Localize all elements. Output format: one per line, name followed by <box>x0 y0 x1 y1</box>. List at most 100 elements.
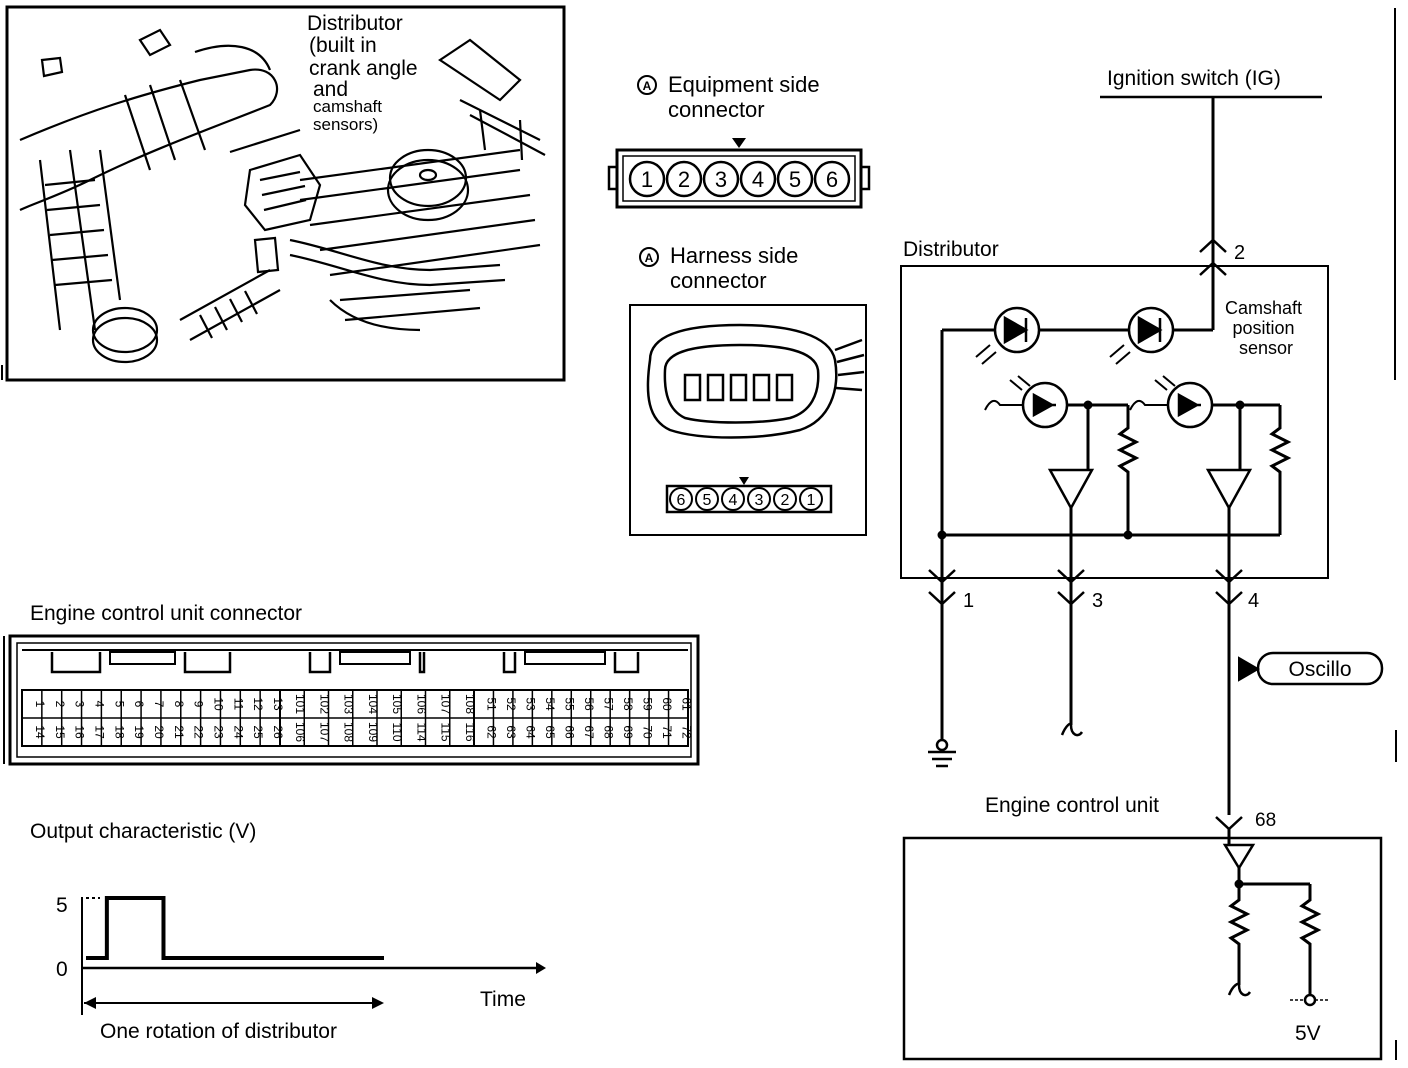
equipment-pin-label-2: 2 <box>678 167 690 192</box>
ecu-pin-13: 13 <box>271 697 285 711</box>
ecu-pin-23: 23 <box>212 725 226 739</box>
equipment-pin-5 <box>776 160 814 198</box>
ecu-pin-60: 60 <box>660 697 674 711</box>
equipment-pin-1 <box>628 160 666 198</box>
ecu-pin-68: 68 <box>601 725 615 739</box>
ecu-pin-70: 70 <box>640 725 654 739</box>
harness-pin-3 <box>747 487 771 511</box>
ecu-pin-58: 58 <box>621 697 635 711</box>
ecu-pin-18: 18 <box>112 725 126 739</box>
ecu-pin-14: 14 <box>33 725 47 739</box>
photo-label-line3: crank angle <box>309 57 418 80</box>
ecu-pin-19: 19 <box>132 725 146 739</box>
ecu-pin-67: 67 <box>582 725 596 739</box>
ecu-pin-105: 105 <box>390 694 404 714</box>
ecu-pin-102: 102 <box>317 694 331 714</box>
ecu-connector: Engine control unit connector 1142153164… <box>3 602 700 766</box>
rotation-span-label: One rotation of distributor <box>100 1020 337 1043</box>
ecu-pin-69: 69 <box>621 725 635 739</box>
ecu-pin-25: 25 <box>251 725 265 739</box>
ecu-pin-1: 1 <box>33 701 47 708</box>
pin-4-label: 4 <box>1248 590 1259 612</box>
harness-pin-label-2: 2 <box>781 492 790 509</box>
ecu-pin-56: 56 <box>582 697 596 711</box>
ecu-block-2: 1011061021071031081041091051101061141071… <box>279 649 477 747</box>
ecu-pin-71: 71 <box>660 725 674 739</box>
pin-1-label: 1 <box>963 590 974 612</box>
equipment-pin-4 <box>739 160 777 198</box>
photo-label-line6: sensors) <box>313 115 378 134</box>
ecu-buffer <box>1222 843 1256 871</box>
x-axis-label: Time <box>480 988 526 1011</box>
ecu-pin-4: 4 <box>92 701 106 708</box>
ecu-box <box>902 836 1383 1061</box>
ecu-pin-21: 21 <box>172 725 186 739</box>
ecu-pin-blocks: 1142153164175186197208219221023112412251… <box>21 649 693 747</box>
distributor-photo-panel: Distributor (built in crank angle and ca… <box>5 5 566 382</box>
harness-title-line1: Harness side <box>670 243 798 268</box>
ecu-pin-108: 108 <box>342 722 356 742</box>
engine-bay-illustration <box>19 28 546 364</box>
photo-label-line4: and <box>313 78 348 101</box>
harness-pin-label-1: 1 <box>807 492 816 509</box>
oscillo-probe <box>1256 651 1384 686</box>
sensor-label-line3: sensor <box>1239 338 1293 358</box>
ecu-pin-107: 107 <box>317 722 331 742</box>
ignition-switch-label: Ignition switch (IG) <box>1107 67 1281 90</box>
harness-pin-4 <box>721 487 745 511</box>
equipment-pin-3 <box>702 160 740 198</box>
photo-label-line2: (built in <box>309 34 377 57</box>
distributor-label: Distributor <box>903 238 999 261</box>
ecu-pin-110: 110 <box>390 722 404 741</box>
ecu-pin-20: 20 <box>152 725 166 739</box>
equipment-pin-label-5: 5 <box>789 167 801 192</box>
ecu-pin-11: 11 <box>231 698 245 711</box>
output-pulse-waveform <box>86 896 384 960</box>
ecu-pin-55: 55 <box>563 697 577 711</box>
ecu-pin-106: 106 <box>293 722 307 742</box>
distributor-box <box>900 265 1329 579</box>
ecu-pin-63: 63 <box>504 725 518 739</box>
equipment-pin-label-1: 1 <box>641 167 653 192</box>
ecu-pin-115: 115 <box>439 722 453 741</box>
ecu-pin-104: 104 <box>366 694 380 714</box>
sensor-label-line1: Camshaft <box>1225 298 1302 318</box>
ecu-pin-106: 106 <box>414 694 428 714</box>
ecu-pin-6: 6 <box>132 701 146 708</box>
equipment-pin-6 <box>813 160 851 198</box>
svg-text:camshaft sensors): camshaft sensors) <box>313 97 387 134</box>
harness-plug-illustration <box>646 323 865 439</box>
ecu-pin-54: 54 <box>543 697 557 711</box>
ecu-connector-title: Engine control unit connector <box>30 602 302 625</box>
ecu-pin-24: 24 <box>231 725 245 739</box>
harness-pin-label-4: 4 <box>729 492 738 509</box>
ecu-pin-8: 8 <box>172 701 186 708</box>
harness-pin-label-5: 5 <box>703 492 712 509</box>
ecu-pin-103: 103 <box>342 694 356 714</box>
oscillo-label: Oscillo <box>1288 658 1351 681</box>
photo-label-line1: Distributor <box>307 12 403 35</box>
photo-label-line5: camshaft <box>313 97 382 116</box>
ecu-pin-107: 107 <box>439 694 453 714</box>
ecu-pin-101: 101 <box>293 694 307 714</box>
svg-text:Camshaft position: Camshaft position sensor <box>1225 298 1307 358</box>
ecu-block-1: 1142153164175186197208219221023112412251… <box>21 649 285 747</box>
equipment-pin-2 <box>665 160 703 198</box>
ecu-pin-61: 61 <box>679 697 693 711</box>
harness-pin-label-6: 6 <box>677 492 686 509</box>
ecu-pin-52: 52 <box>504 697 518 711</box>
ecu-pin-22: 22 <box>192 725 206 739</box>
ecu-pin-72: 72 <box>679 725 693 739</box>
x-axis-arrow <box>536 962 546 974</box>
ecu-pin-65: 65 <box>543 725 557 739</box>
pin-2-label: 2 <box>1234 242 1245 264</box>
harness-pin-2 <box>773 487 797 511</box>
harness-pin-6 <box>669 487 693 511</box>
ecu-label: Engine control unit <box>985 794 1159 817</box>
ecu-pin-2: 2 <box>53 701 67 708</box>
